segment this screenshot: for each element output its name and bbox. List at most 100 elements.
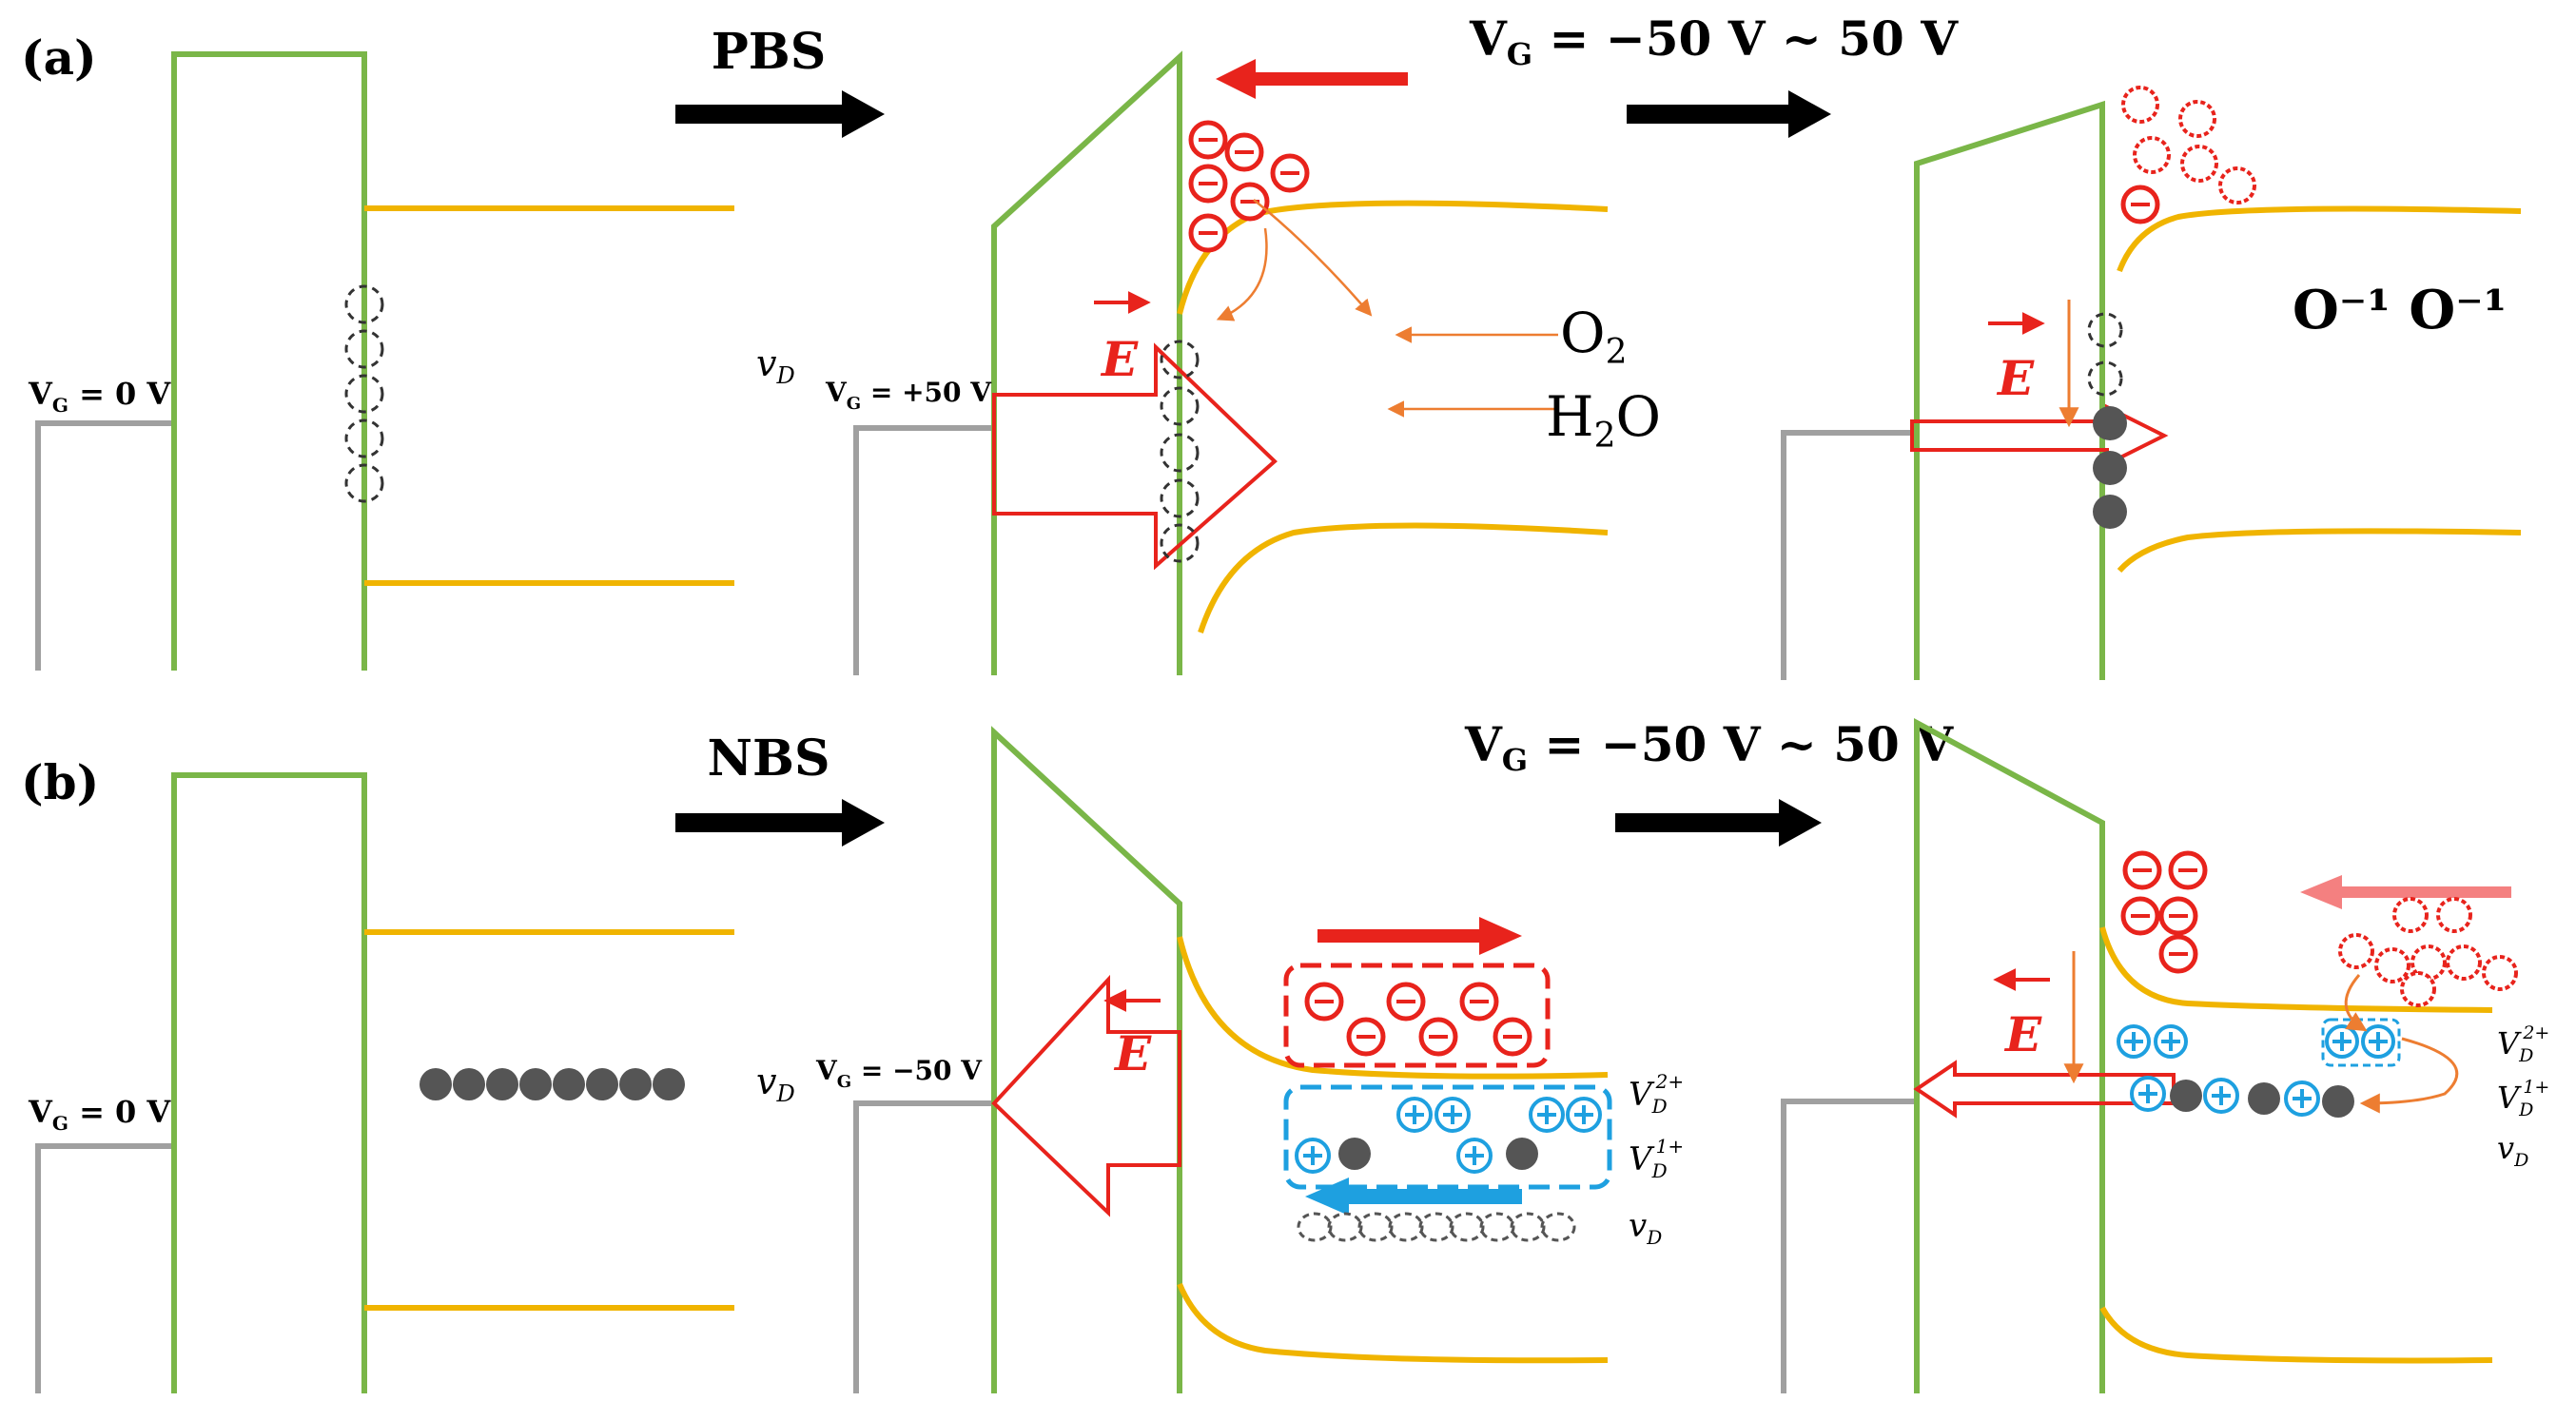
electron-cluster bbox=[2120, 850, 2208, 974]
valence-band-bent bbox=[2117, 528, 2522, 574]
metal-gate-level bbox=[35, 1143, 174, 1393]
electron-flow-arrow-icon bbox=[1317, 917, 1522, 955]
diagram-b1: VG = 0 V bbox=[28, 772, 734, 1393]
metal-gate-level bbox=[1781, 1099, 1917, 1393]
gate-insulator-barrier bbox=[171, 51, 367, 671]
metal-gate-level bbox=[853, 425, 994, 675]
h2o-label: H2O bbox=[1546, 384, 1661, 456]
diagram-a3: E O⁻¹ O⁻¹ bbox=[1781, 86, 2522, 680]
neutralization-arrow-icon bbox=[2359, 1037, 2459, 1114]
hole-icon bbox=[2203, 1078, 2239, 1114]
metal-gate-level bbox=[35, 420, 174, 671]
diagram-a2: O2 H2O E VG = +50 V vD bbox=[756, 50, 1661, 675]
electron-cluster bbox=[1304, 982, 1532, 1057]
trap-fill-arrow-icon bbox=[1216, 227, 1268, 321]
neutral-vacancy-icon bbox=[1506, 1138, 1538, 1170]
vg-label-a2: VG = +50 V bbox=[825, 377, 992, 414]
neutral-vacancy-icon bbox=[2322, 1085, 2354, 1118]
pbs-label: PBS bbox=[712, 23, 827, 81]
diagram-b2: E bbox=[756, 726, 1684, 1393]
sweep-step-arrow-a: VG = −50 V ~ 50 V bbox=[1469, 10, 1959, 138]
vd1-label-b2: VD1+ bbox=[1629, 1135, 1684, 1182]
field-label-a2: E bbox=[1100, 331, 1139, 387]
vacancy-flow-arrow-icon bbox=[1305, 1178, 1522, 1216]
neutral-vacancy-row bbox=[420, 1068, 685, 1100]
black-arrow-icon bbox=[1615, 799, 1822, 847]
black-arrow-icon bbox=[1627, 90, 1831, 138]
interface-traps bbox=[2087, 312, 2127, 529]
electron-icon bbox=[1270, 153, 1310, 193]
vd1-label-b3: VD1+ bbox=[2497, 1077, 2549, 1120]
tilted-barrier bbox=[991, 50, 1182, 675]
electron-icon bbox=[2168, 850, 2208, 890]
valence-band-bent bbox=[1198, 522, 1609, 633]
capture-arrow-icon bbox=[2344, 974, 2368, 1032]
valence-band-bent bbox=[2099, 1306, 2493, 1364]
sweep-step-arrow-b: VG = −50 V ~ 50 V bbox=[1464, 716, 1954, 847]
hole-icon bbox=[1434, 1097, 1471, 1133]
electron-icon bbox=[1188, 164, 1228, 204]
electron-icon bbox=[1230, 182, 1270, 222]
electron-icon bbox=[2158, 896, 2198, 936]
electron-icon bbox=[2122, 850, 2162, 890]
diagram-a1: VG = 0 V bbox=[28, 51, 734, 671]
sweep-label-a: VG = −50 V ~ 50 V bbox=[1469, 10, 1959, 72]
adsorption-arrow-icon bbox=[1253, 199, 1373, 317]
electron-icon bbox=[1224, 132, 1264, 172]
conduction-band-bent bbox=[2099, 926, 2493, 1013]
field-label-b3: E bbox=[2003, 1006, 2042, 1062]
empty-traps bbox=[1160, 340, 1200, 563]
electron-icon bbox=[2120, 185, 2160, 224]
black-arrow-icon bbox=[675, 799, 885, 847]
empty-traps bbox=[344, 284, 384, 503]
metal-gate-level bbox=[1781, 430, 1917, 680]
o2-label: O2 bbox=[1560, 301, 1627, 372]
vg-label-b2: VG = −50 V bbox=[815, 1055, 983, 1092]
electron-icon bbox=[1418, 1017, 1458, 1057]
field-label-a3: E bbox=[1996, 350, 2035, 406]
electron-icon bbox=[1493, 1017, 1532, 1057]
conduction-band-bent bbox=[1177, 936, 1609, 1080]
nbs-label: NBS bbox=[707, 730, 829, 788]
vd-label-b2: vD bbox=[756, 1061, 795, 1107]
vd2-label-b3: VD2+ bbox=[2497, 1022, 2549, 1066]
field-arrow-icon bbox=[1910, 403, 2169, 468]
electron-flow-arrow-icon bbox=[1216, 59, 1408, 99]
vacancy-group-box bbox=[1283, 1084, 1612, 1190]
hole-icon bbox=[2284, 1080, 2320, 1117]
sweep-label-b: VG = −50 V ~ 50 V bbox=[1464, 716, 1954, 778]
electron-icon bbox=[1386, 982, 1426, 1022]
neutral-vacancy-icon bbox=[2170, 1080, 2202, 1112]
hole-icon bbox=[2325, 1024, 2359, 1059]
hole-icon bbox=[2154, 1024, 2188, 1059]
conduction-band-bent bbox=[2117, 205, 2522, 273]
pbs-step-arrow: PBS bbox=[675, 23, 885, 138]
nbs-step-arrow: NBS bbox=[675, 730, 885, 847]
desorption-arrow-icon bbox=[2300, 875, 2511, 909]
tilted-barrier bbox=[991, 726, 1182, 1393]
hole-icon bbox=[1529, 1097, 1565, 1133]
tilted-barrier bbox=[1914, 717, 2105, 1393]
neutral-vacancy-icon bbox=[2248, 1082, 2280, 1115]
vd-label-a2: vD bbox=[756, 342, 795, 389]
electron-cluster bbox=[1188, 120, 1310, 253]
hole-icon bbox=[1396, 1097, 1433, 1133]
electron-icon bbox=[1304, 982, 1344, 1022]
hole-icon bbox=[2130, 1076, 2166, 1112]
oxygen-ion-label: O⁻¹ O⁻¹ bbox=[2293, 279, 2507, 341]
oxygen-ion-cluster bbox=[2338, 897, 2518, 1007]
field-arrow-icon bbox=[992, 342, 1278, 571]
electron-icon bbox=[2158, 934, 2198, 974]
hole-icon bbox=[1456, 1138, 1493, 1174]
electron-icon bbox=[1188, 213, 1228, 253]
valence-band-bent bbox=[1177, 1282, 1609, 1364]
adsorbed-oxygen-ions bbox=[2121, 86, 2256, 204]
electron-icon bbox=[1459, 982, 1499, 1022]
hole-icon bbox=[2117, 1024, 2151, 1059]
field-label-b2: E bbox=[1113, 1025, 1152, 1081]
electron-icon bbox=[2120, 896, 2160, 936]
electron-icon bbox=[1346, 1017, 1386, 1057]
hole-icon bbox=[2361, 1024, 2395, 1059]
